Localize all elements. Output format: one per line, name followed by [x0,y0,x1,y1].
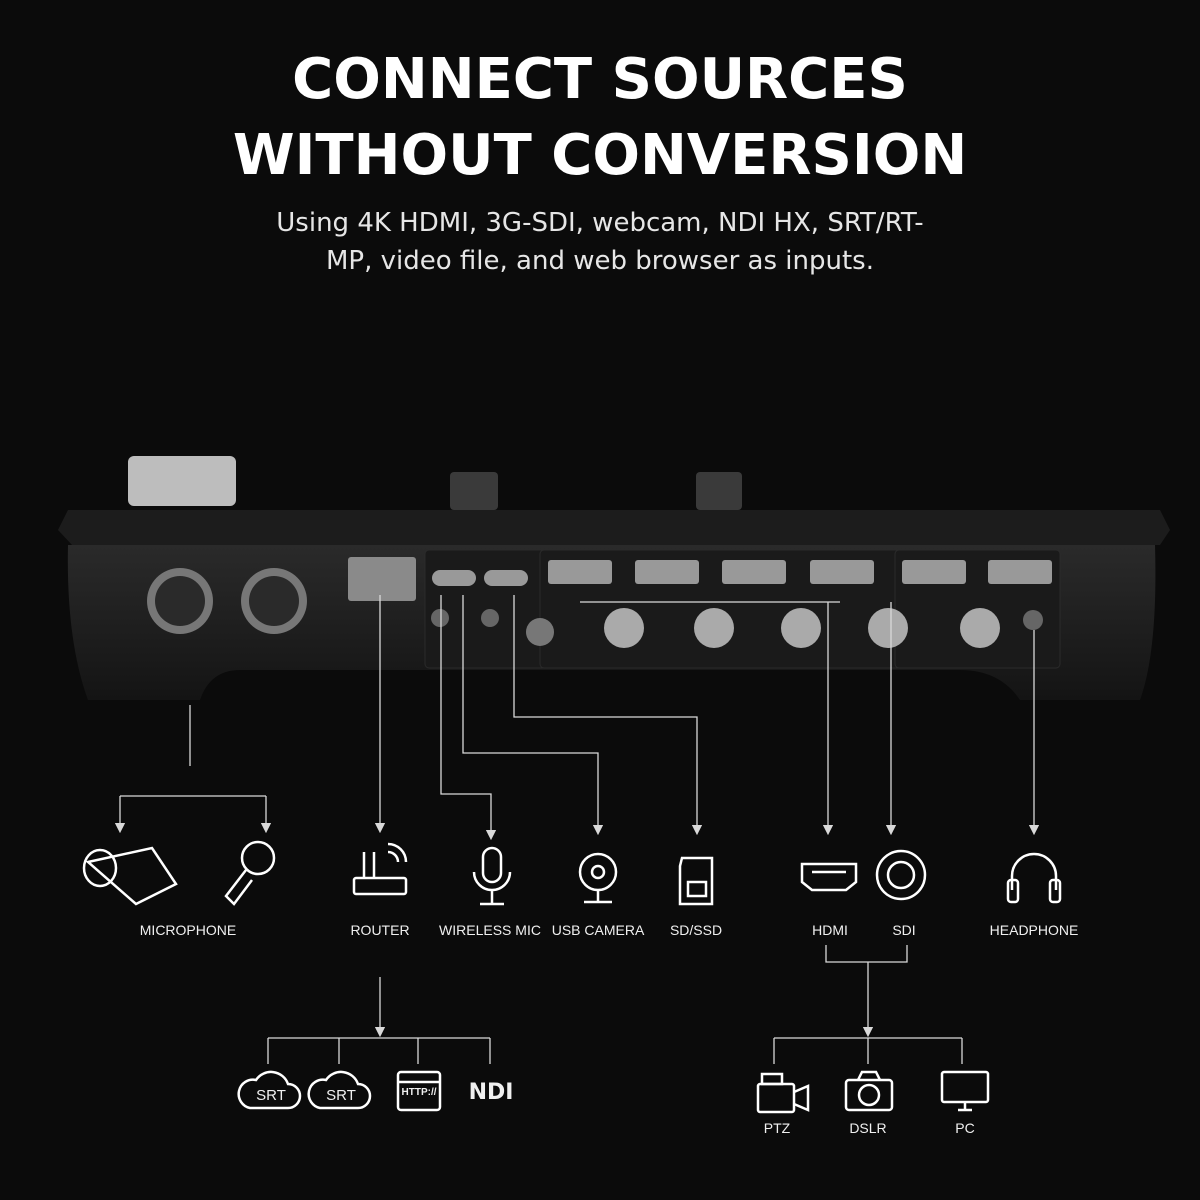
label-hdmi: HDMI [812,922,848,938]
label-wireless-mic: WIRELESS MIC [439,922,541,938]
sdi-port-3-icon [781,608,821,648]
router-icon [352,842,408,896]
usb-camera-icon [578,852,618,904]
hdmi-cable-icon [800,862,858,892]
power-port-icon [526,618,554,646]
xlr-port-2-icon [241,568,307,634]
hdmi-out-port-2-icon [988,560,1052,584]
switcher-device [58,456,1170,700]
protocol-ndi: NDI [468,1080,514,1105]
label-dslr: DSLR [849,1120,887,1136]
usb-c-port-1-icon [432,570,476,586]
label-router: ROUTER [350,922,410,938]
sdi-port-4-icon [868,608,908,648]
hdmi-out-port-1-icon [902,560,966,584]
protocol-srt-2: SRT [326,1087,356,1104]
headphone-icon [1006,852,1062,904]
headline-line-1: CONNECT SOURCES [292,47,908,112]
srt-cloud-1-icon [237,1070,302,1110]
xlr-microphone-icon [82,846,178,906]
ptz-camera-icon [756,1072,810,1114]
label-pc: PC [955,1120,975,1136]
hdmi-port-1-icon [548,560,612,584]
wireless-mic-icon [472,846,512,906]
hdmi-port-2-icon [635,560,699,584]
pc-monitor-icon [940,1070,990,1112]
label-headphone: HEADPHONE [989,922,1079,938]
headphone-jack-icon [1023,610,1043,630]
ethernet-port-icon [348,557,416,601]
dslr-camera-icon [844,1070,894,1112]
connection-lines [114,595,1040,1064]
sd-card-icon [678,856,714,906]
label-usb-camera: USB CAMERA [551,922,645,938]
handheld-microphone-icon [224,840,276,906]
label-sdi: SDI [892,922,916,938]
srt-cloud-2-icon [307,1070,372,1110]
xlr-port-1-icon [147,568,213,634]
protocol-http: HTTP:// [401,1087,437,1098]
protocol-srt-1: SRT [256,1087,286,1104]
subheading-line-1: Using 4K HDMI, 3G-SDI, webcam, NDI HX, S… [276,208,924,238]
subheading-line-2: MP, video file, and web browser as input… [326,246,874,276]
headline-line-2: WITHOUT CONVERSION [232,123,968,188]
label-microphone: MICROPHONE [139,922,237,938]
label-ptz: PTZ [763,1120,791,1136]
sdi-port-2-icon [694,608,734,648]
label-sd-ssd: SD/SSD [669,922,723,938]
hdmi-port-4-icon [810,560,874,584]
http-browser-icon [396,1070,442,1112]
sdi-port-1-icon [604,608,644,648]
usb-c-port-2-icon [484,570,528,586]
sdi-out-port-icon [960,608,1000,648]
hdmi-port-3-icon [722,560,786,584]
sdi-connector-icon [875,849,927,901]
